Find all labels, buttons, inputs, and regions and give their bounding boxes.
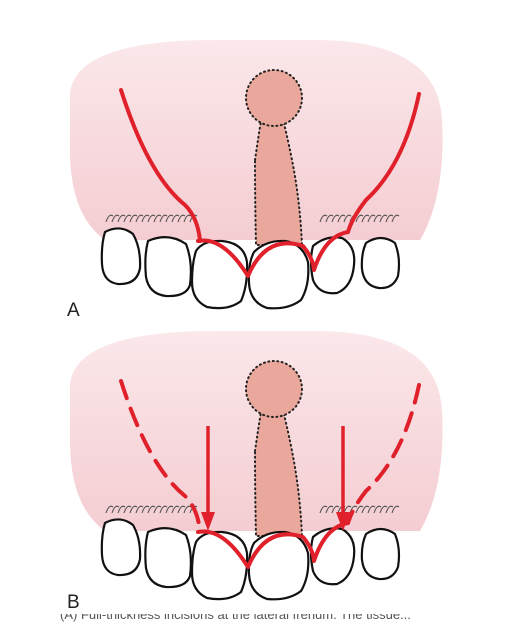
hatch-mark [165,505,174,514]
hatch-mark [177,505,186,514]
marginal-incision [196,521,350,569]
hatch-mark [117,505,126,514]
left-releasing-incision [346,92,421,234]
hatch-mark [153,214,162,223]
panel-label-a: A [67,300,80,321]
hatch-mark [373,214,382,223]
hatch-mark [123,505,132,514]
hatch-mark [385,214,394,223]
hatch-mark [183,214,192,223]
hatch-mark [183,505,192,514]
hatch-mark [135,214,144,223]
right-pressure-arrow [201,426,215,531]
tooth-right-canine [100,518,142,577]
hatch-mark [123,214,132,223]
hatch-mark [391,505,400,514]
marginal-incision [196,230,350,278]
right-releasing-incision [119,88,202,243]
pressure-arrows [201,426,350,531]
tooth-right-lateral-incisor [144,236,192,298]
hatch-mark [361,505,370,514]
tooth-right-central-incisor [190,239,249,310]
hatch-mark [171,505,180,514]
hatch-mark [355,505,364,514]
hatch-mark [129,505,138,514]
tooth-left-central-incisor [247,530,310,601]
hatch-mark [141,505,150,514]
hatch-mark [319,214,328,223]
caption-text: (A) Full-thickness incisions at the late… [60,614,411,622]
hatch-mark [117,214,126,223]
left-pressure-arrow [336,426,350,531]
hatch-mark [325,505,334,514]
hatch-mark [177,214,186,223]
tooth-left-canine [360,527,401,581]
arrow-head [201,512,215,531]
tooth-right-canine [100,227,142,286]
right-releasing-incision [119,379,202,534]
panel-b [70,331,443,601]
hatch-mark [361,214,370,223]
panel-label-b: B [67,592,80,613]
tooth-right-lateral-incisor [144,527,192,589]
hatch-mark [159,505,168,514]
hatch-mark [165,214,174,223]
hatch-mark [105,214,114,223]
panel-a [70,40,443,310]
lip-mucosa [70,331,443,531]
tooth-right-central-incisor [190,530,249,601]
frenum-head [245,360,303,418]
hatch-mark [141,214,150,223]
caption-fragment: (A) Full-thickness incisions at the late… [60,614,514,625]
hatch-mark [129,214,138,223]
hatch-mark [331,214,340,223]
hatch-mark [105,505,114,514]
hatch-mark [379,505,388,514]
hatch-mark [379,214,388,223]
hatch-mark [111,214,120,223]
hatch-mark [147,505,156,514]
hatch-mark [325,214,334,223]
gingival-hatching [105,505,400,514]
tooth-left-central-incisor [247,239,310,310]
hatch-mark [153,505,162,514]
hatch-mark [385,505,394,514]
gingival-hatching [105,214,400,223]
hatch-mark [343,214,352,223]
tooth-left-canine [360,236,401,290]
hatch-mark [367,505,376,514]
hatch-mark [331,505,340,514]
hatch-mark [391,214,400,223]
hatch-mark [373,505,382,514]
hatch-mark [355,214,364,223]
arrow-head [336,512,350,531]
hatch-mark [147,214,156,223]
hatch-mark [135,505,144,514]
lip-mucosa [70,40,443,240]
hatch-mark [111,505,120,514]
hatch-mark [319,505,328,514]
left-releasing-incision [346,383,421,525]
frenum-head [245,69,303,127]
hatch-mark [159,214,168,223]
hatch-mark [367,214,376,223]
hatch-mark [337,214,346,223]
hatch-mark [171,214,180,223]
